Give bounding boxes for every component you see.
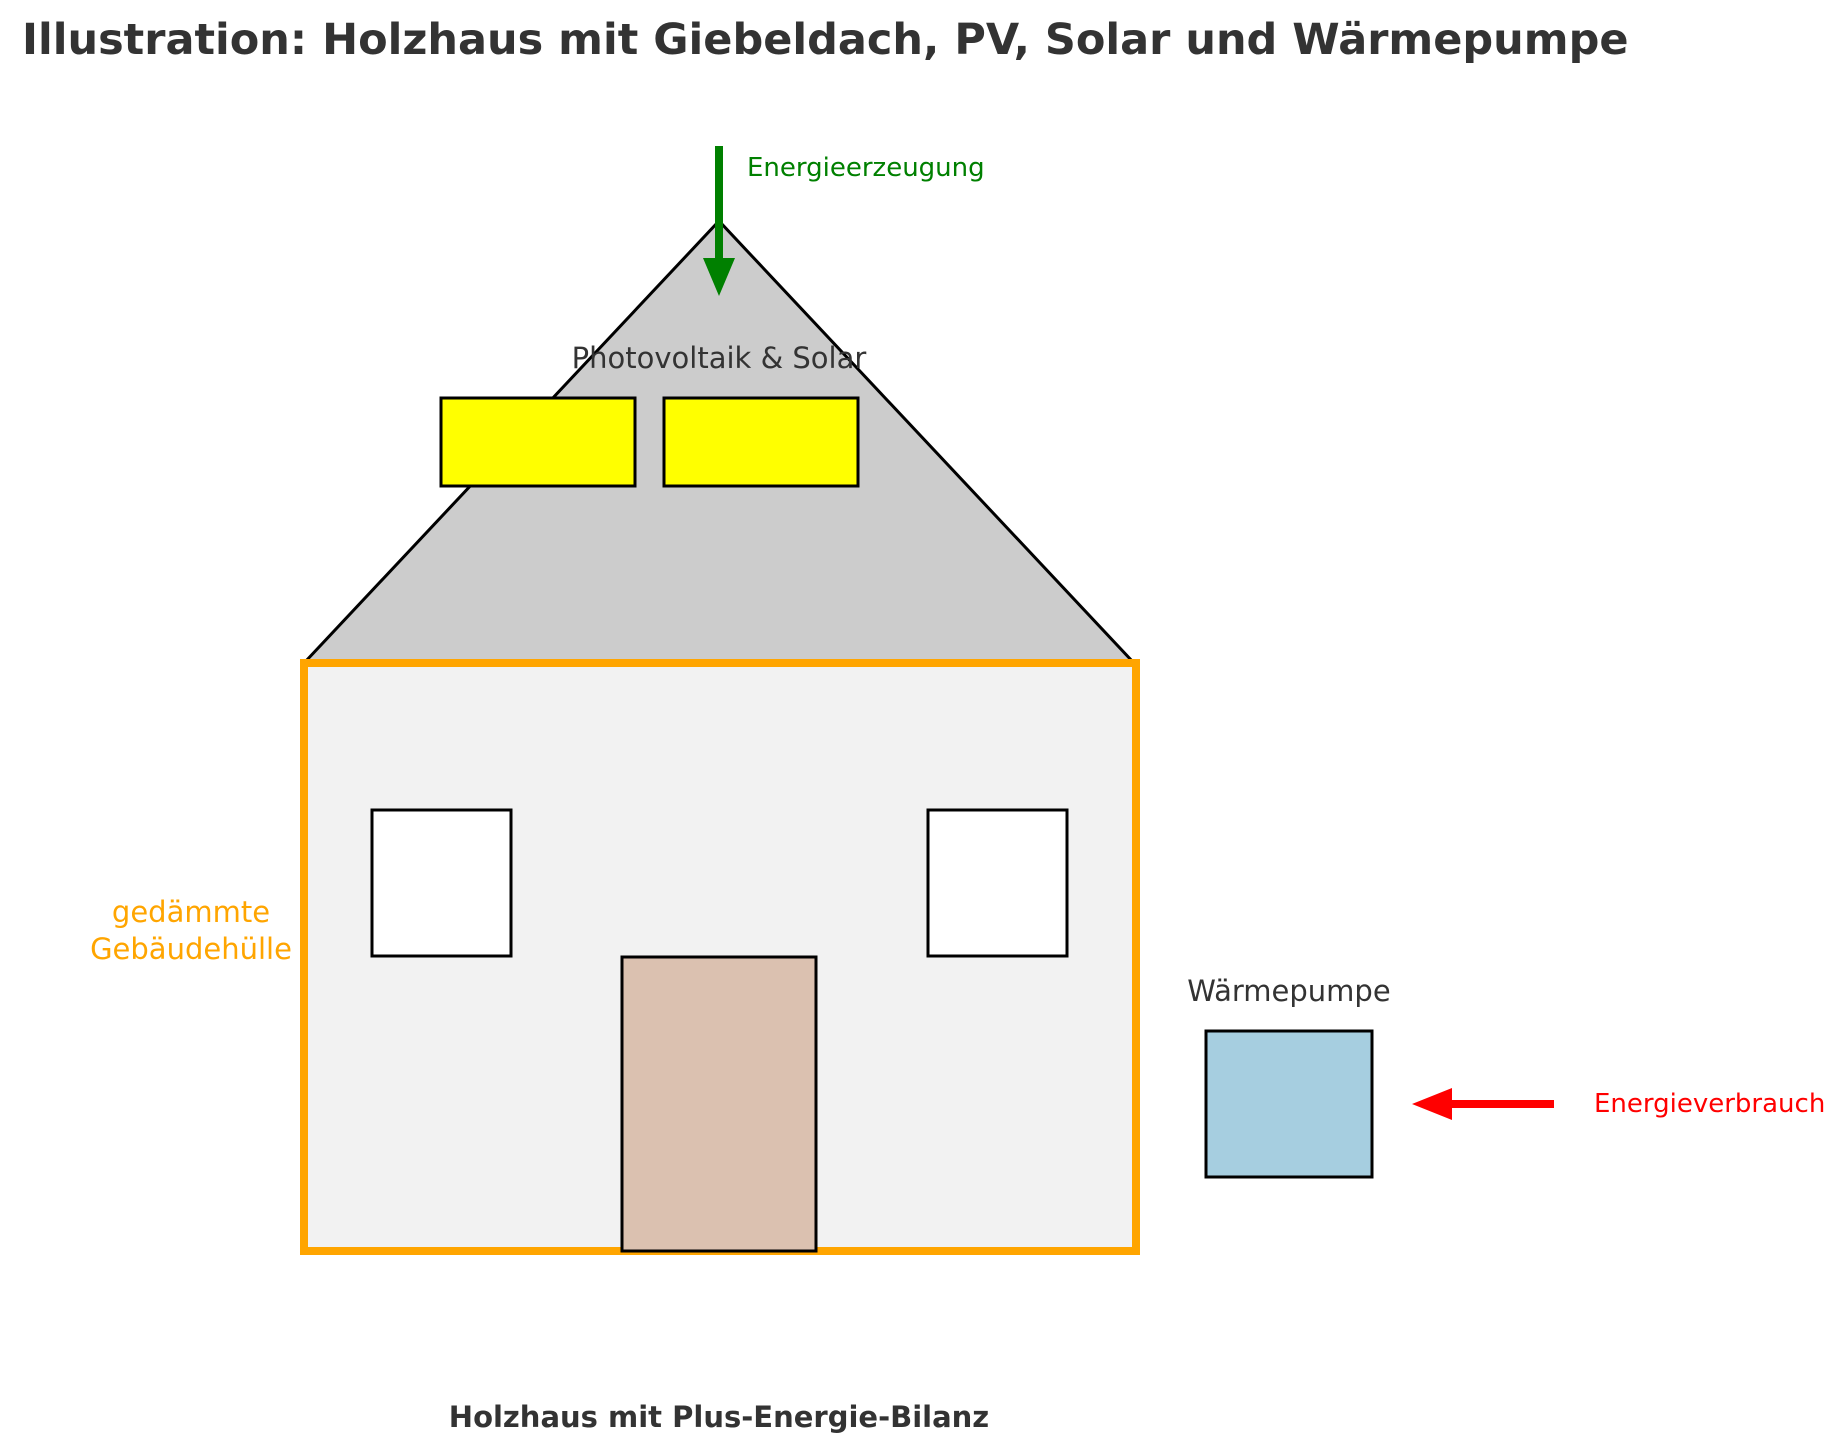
diagram-title: Illustration: Holzhaus mit Giebeldach, P…	[22, 15, 1629, 65]
front-door	[620, 955, 818, 1253]
energy-consumption-arrow	[1412, 1088, 1554, 1120]
diagram-caption: Holzhaus mit Plus-Energie-Bilanz	[449, 1400, 989, 1434]
insulation-label-line1: gedämmte	[112, 895, 270, 929]
roof-panels-label: Photovoltaik & Solar	[572, 341, 867, 375]
energy-generation-label: Energieerzeugung	[747, 153, 985, 183]
solar-panel-right	[662, 396, 860, 488]
window-right	[926, 808, 1069, 958]
heat-pump-unit	[1204, 1029, 1374, 1179]
solar-panel-left	[439, 396, 637, 488]
insulation-label-line2: Gebäudehülle	[90, 932, 292, 966]
window-left	[370, 808, 513, 958]
energy-consumption-label: Energieverbrauch	[1594, 1089, 1825, 1119]
energy-generation-arrow	[703, 146, 735, 296]
heat-pump-label: Wärmepumpe	[1187, 974, 1390, 1008]
